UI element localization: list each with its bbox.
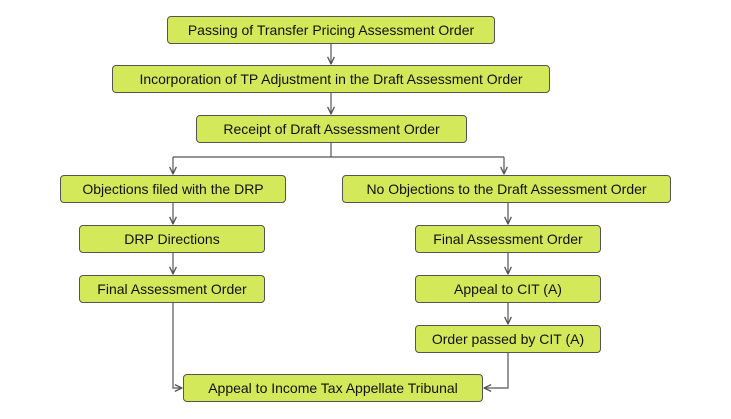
tp-adjustment-box: Incorporation of TP Adjustment in the Dr… (112, 65, 550, 93)
final-assessment-order-right-box: Final Assessment Order (415, 225, 601, 253)
no-objections-box: No Objections to the Draft Assessment Or… (342, 175, 671, 203)
objections-drp-box: Objections filed with the DRP (60, 175, 286, 203)
final-assessment-order-left-box: Final Assessment Order (79, 275, 265, 303)
arrow-final-order-to-itat (172, 303, 182, 388)
drp-directions-box: DRP Directions (79, 225, 265, 253)
receipt-draft-order-box: Receipt of Draft Assessment Order (196, 115, 467, 143)
passing-tp-order-box: Passing of Transfer Pricing Assessment O… (167, 16, 495, 44)
appeal-itat-box: Appeal to Income Tax Appellate Tribunal (183, 374, 483, 402)
arrow-order-cit-to-itat (484, 353, 509, 388)
order-cit-box: Order passed by CIT (A) (415, 325, 601, 353)
appeal-cit-box: Appeal to CIT (A) (415, 275, 601, 303)
